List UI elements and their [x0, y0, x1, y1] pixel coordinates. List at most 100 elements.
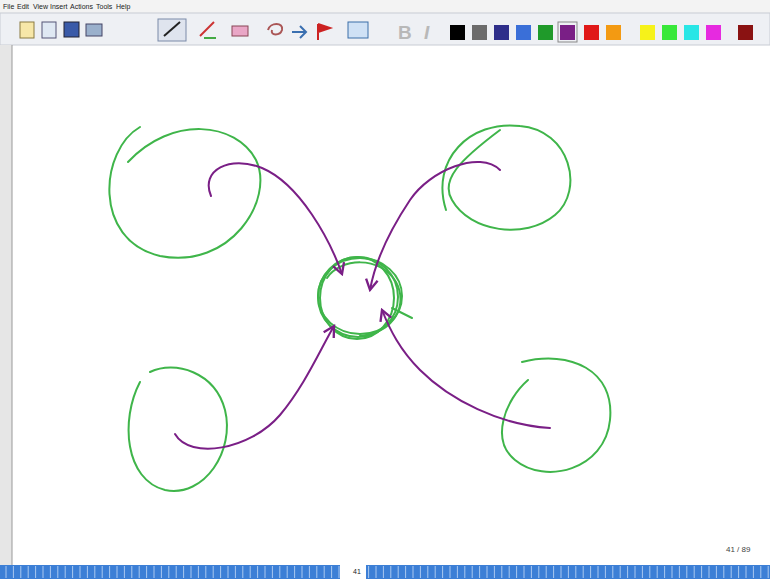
menu-item: Help: [116, 3, 130, 10]
page-tick: [590, 566, 591, 578]
page-tick: [213, 566, 214, 578]
page-tick: [168, 566, 169, 578]
page-counter: 41 / 89: [726, 546, 750, 554]
page-tick: [242, 566, 243, 578]
page-tick: [612, 566, 613, 578]
page-tick: [131, 566, 132, 578]
page-tick: [28, 566, 29, 578]
page-tick: [50, 566, 51, 578]
page-tick: [413, 566, 414, 578]
page-tick: [398, 566, 399, 578]
menu-item: Edit: [17, 3, 29, 10]
page-tick: [635, 566, 636, 578]
menu-item: Insert: [50, 3, 68, 10]
page-tick: [605, 566, 606, 578]
page-tick: [457, 566, 458, 578]
page-tick: [753, 566, 754, 578]
menu-item: View: [33, 3, 48, 10]
page-tick: [35, 566, 36, 578]
menu-bar: [0, 0, 770, 13]
page-tick: [686, 566, 687, 578]
page-tick: [383, 566, 384, 578]
page-tick: [228, 566, 229, 578]
page-tick: [509, 566, 510, 578]
page-tick: [435, 566, 436, 578]
page-tick: [72, 566, 73, 578]
color-palette: [450, 22, 753, 42]
page-tick: [694, 566, 695, 578]
page-tick: [43, 566, 44, 578]
page-tick: [583, 566, 584, 578]
page-tick: [760, 566, 761, 578]
page-tick: [265, 566, 266, 578]
page-tick: [598, 566, 599, 578]
page-tick: [723, 566, 724, 578]
page-tick: [657, 566, 658, 578]
page-tick: [94, 566, 95, 578]
page-tick: [479, 566, 480, 578]
page-tick: [561, 566, 562, 578]
menu-item: Tools: [96, 3, 112, 10]
page-tick: [701, 566, 702, 578]
page-tick: [568, 566, 569, 578]
page-tick: [339, 566, 340, 578]
page-tick: [531, 566, 532, 578]
page-tick: [516, 566, 517, 578]
page-tick: [65, 566, 66, 578]
page-tick: [553, 566, 554, 578]
page-tick: [287, 566, 288, 578]
page-bar: [0, 565, 770, 579]
page-tick: [731, 566, 732, 578]
page-tick: [672, 566, 673, 578]
menu-item: File: [3, 3, 14, 10]
page-tick: [679, 566, 680, 578]
page-tick: [198, 566, 199, 578]
page-tick: [494, 566, 495, 578]
page-tick: [272, 566, 273, 578]
green-spirals: [109, 125, 610, 490]
page-tick: [442, 566, 443, 578]
page-tick: [664, 566, 665, 578]
page-tick: [642, 566, 643, 578]
page-tick: [235, 566, 236, 578]
page-tick: [331, 566, 332, 578]
page-tick: [109, 566, 110, 578]
page-tick: [220, 566, 221, 578]
page-tick: [390, 566, 391, 578]
page-tick: [102, 566, 103, 578]
page-tick: [124, 566, 125, 578]
page-tick: [376, 566, 377, 578]
page-tick: [87, 566, 88, 578]
page-tick: [649, 566, 650, 578]
page-tick: [450, 566, 451, 578]
page-tick: [80, 566, 81, 578]
purple-arrows: [175, 162, 550, 449]
page-marker: [340, 565, 366, 579]
page-tick: [324, 566, 325, 578]
page-number: 41: [353, 568, 361, 575]
page-tick: [472, 566, 473, 578]
page-tick: [302, 566, 303, 578]
page-tick: [183, 566, 184, 578]
page-tick: [13, 566, 14, 578]
page-tick: [709, 566, 710, 578]
page-tick: [420, 566, 421, 578]
page-tick: [146, 566, 147, 578]
left-margin: [0, 45, 12, 565]
tool-bar: [0, 13, 770, 45]
page-tick: [205, 566, 206, 578]
page-tick: [487, 566, 488, 578]
page-tick: [501, 566, 502, 578]
page-tick: [427, 566, 428, 578]
page-tick: [627, 566, 628, 578]
toolbar-icons: [20, 19, 368, 41]
page-tick: [154, 566, 155, 578]
page-tick: [716, 566, 717, 578]
page-tick: [405, 566, 406, 578]
page-tick: [6, 566, 7, 578]
page-tick: [538, 566, 539, 578]
page-tick: [20, 566, 21, 578]
